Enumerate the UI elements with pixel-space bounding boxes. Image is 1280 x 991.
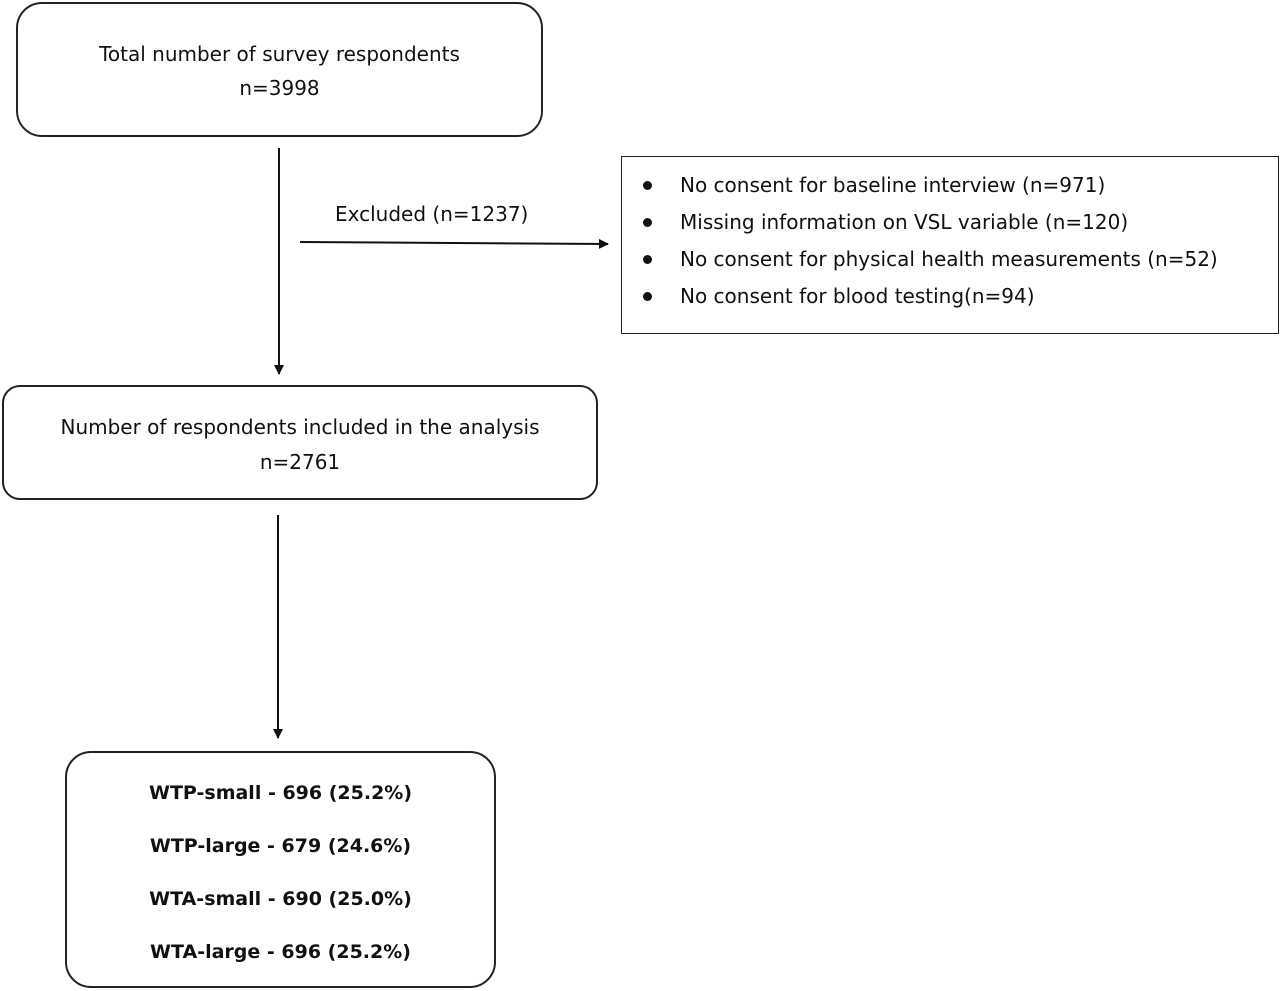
group-wtp-small: WTP-small - 696 (25.2%) <box>148 782 413 804</box>
exclusion-reason-item: No consent for baseline interview (n=971… <box>622 167 1218 204</box>
included-respondents-count: n=2761 <box>259 450 341 474</box>
bullet-icon <box>643 292 652 301</box>
total-respondents-count: n=3998 <box>239 76 320 100</box>
group-wta-small: WTA-small - 690 (25.0%) <box>149 888 412 910</box>
excluded-label: Excluded (n=1237) <box>335 202 529 226</box>
exclusion-reason-text: No consent for physical health measureme… <box>680 247 1218 271</box>
group-wta-large: WTA-large - 696 (25.2%) <box>150 941 411 963</box>
group-wtp-large: WTP-large - 679 (24.6%) <box>149 835 412 857</box>
included-respondents-box: Number of respondents included in the an… <box>2 385 598 500</box>
groups-box: WTP-small - 696 (25.2%) WTP-large - 679 … <box>65 751 496 988</box>
group-list: WTP-small - 696 (25.2%) WTP-large - 679 … <box>67 775 494 987</box>
exclusion-reason-item: Missing information on VSL variable (n=1… <box>622 204 1218 241</box>
exclusion-reason-item: No consent for blood testing(n=94) <box>622 278 1218 315</box>
included-respondents-title: Number of respondents included in the an… <box>60 415 540 439</box>
total-respondents-box: Total number of survey respondents n=399… <box>16 2 543 137</box>
exclusion-reasons-box: No consent for baseline interview (n=971… <box>621 156 1279 334</box>
bullet-icon <box>643 218 652 227</box>
exclusion-reason-text: Missing information on VSL variable (n=1… <box>680 210 1129 234</box>
total-respondents-title: Total number of survey respondents <box>99 42 460 66</box>
bullet-icon <box>643 255 652 264</box>
arrow-to-exclusions <box>299 238 609 249</box>
exclusion-reason-text: No consent for baseline interview (n=971… <box>680 173 1106 197</box>
exclusion-reasons-list: No consent for baseline interview (n=971… <box>622 167 1218 315</box>
exclusion-reason-item: No consent for physical health measureme… <box>622 241 1218 278</box>
exclusion-reason-text: No consent for blood testing(n=94) <box>680 284 1035 308</box>
bullet-icon <box>643 181 652 190</box>
